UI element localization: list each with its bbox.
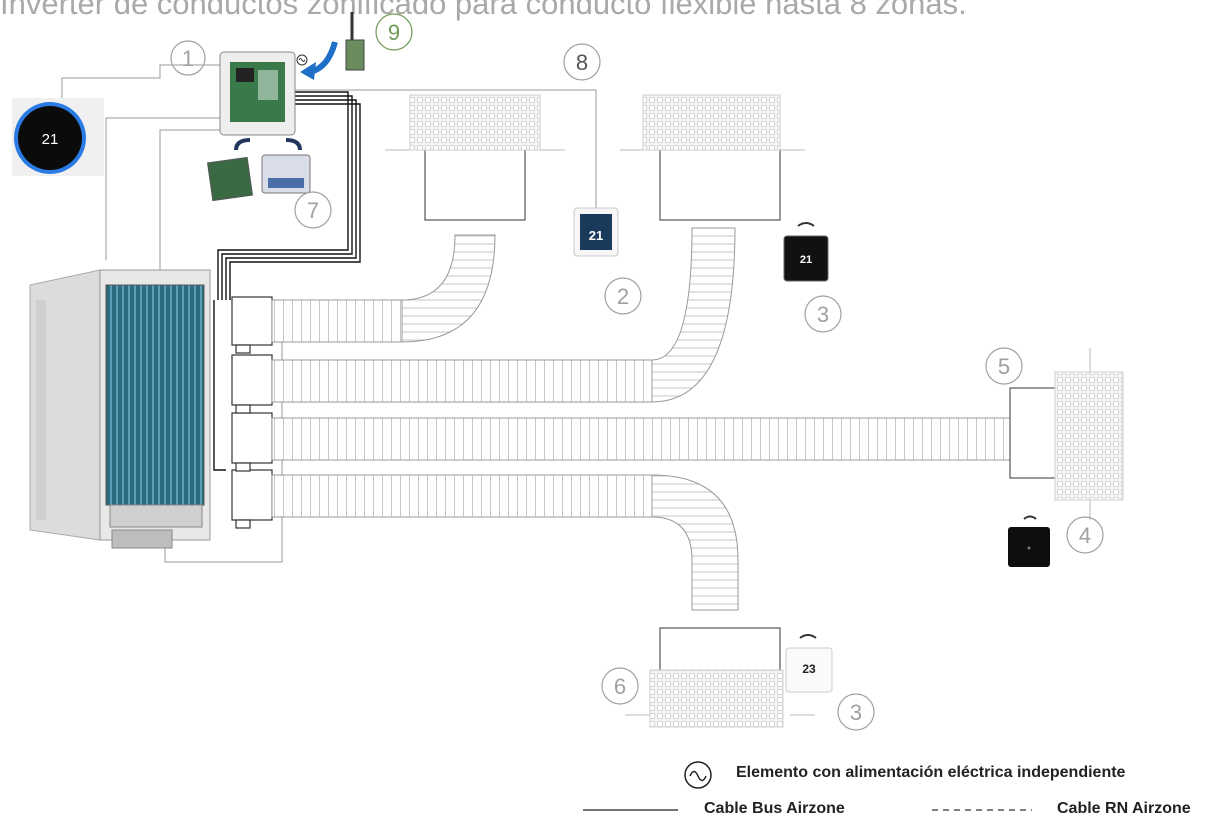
main-thermostat-display: 21 — [42, 131, 59, 148]
wireless-thermostat-black — [783, 222, 829, 282]
bus-wiring-black — [213, 91, 361, 471]
callout-5: 5 — [998, 354, 1010, 379]
grille-right — [1009, 348, 1124, 520]
callout-6-circle — [601, 667, 639, 705]
ducted-indoor-unit — [29, 269, 211, 549]
wireless-gateway — [345, 12, 365, 71]
blue-arrow-head-icon — [300, 62, 316, 80]
bottom-thermostat-display: 23 — [802, 662, 816, 676]
legend-bus-cable: Cable Bus Airzone — [704, 800, 845, 817]
callout-9: 9 — [388, 20, 400, 45]
callout-4: 4 — [1079, 523, 1091, 548]
callout-3a-circle — [804, 295, 842, 333]
callout-9-circle — [375, 13, 413, 51]
central-control-board — [219, 51, 296, 136]
legend-power-icon — [684, 761, 712, 789]
wireless-thermostat-display: 21 — [800, 254, 812, 266]
grille-top-right — [620, 94, 805, 221]
callout-2-circle — [604, 277, 642, 315]
wireless-thermostat-small — [1008, 515, 1050, 567]
callout-7-circle — [294, 191, 332, 229]
expansion-modules — [206, 138, 311, 202]
legend-rn-cable: Cable RN Airzone — [1057, 800, 1191, 817]
main-round-thermostat — [12, 98, 104, 176]
flexible-ducts — [271, 227, 1013, 611]
callout-1-circle — [170, 40, 206, 76]
callout-3b-circle — [837, 693, 875, 731]
callout-5-circle — [985, 347, 1023, 385]
diagram-title: Inverter de conductos zonificado para co… — [0, 0, 967, 21]
callout-6: 6 — [614, 674, 626, 699]
callout-1: 1 — [182, 46, 194, 71]
legend-independent-power: Elemento con alimentación eléctrica inde… — [736, 764, 1126, 781]
wired-thermostat — [573, 207, 619, 257]
callout-2: 2 — [617, 284, 629, 309]
callout-3a: 3 — [817, 302, 829, 327]
motorized-dampers — [231, 296, 273, 529]
bottom-thermostat — [785, 634, 833, 693]
callout-7: 7 — [307, 198, 319, 223]
callout-3b: 3 — [850, 700, 862, 725]
grille-bottom — [625, 627, 815, 728]
callout-8-circle — [563, 43, 601, 81]
wired-thermostat-display: 21 — [589, 228, 603, 243]
power-symbol-icon — [296, 54, 308, 66]
grille-top-left — [385, 94, 565, 221]
callout-8: 8 — [576, 50, 588, 75]
callout-4-circle — [1066, 516, 1104, 554]
